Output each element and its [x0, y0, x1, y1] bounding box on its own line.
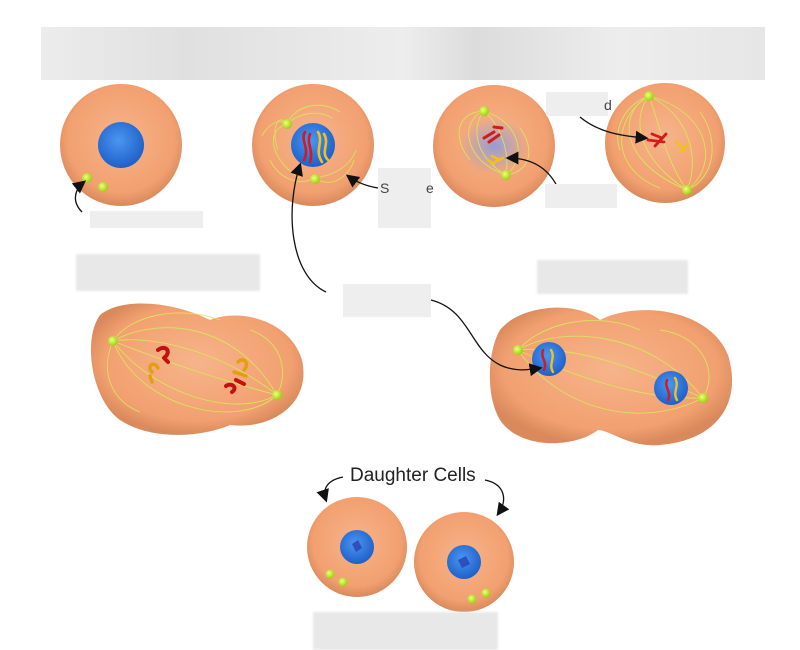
nucleus [654, 371, 688, 405]
telophase-cell [489, 307, 733, 446]
daughter-cell-right [414, 512, 514, 612]
prometaphase-cell [433, 85, 558, 207]
pointer-arrow [290, 162, 327, 293]
daughter-cell-left [307, 497, 407, 597]
centrosome [325, 569, 335, 579]
chromosome-yellow [316, 130, 330, 164]
anaphase-cell [90, 303, 304, 435]
prophase-cell [252, 84, 379, 206]
centrosome [272, 390, 282, 400]
pointer-arrow [579, 116, 649, 144]
label-fragment: d [604, 97, 612, 113]
chromosome-red [646, 132, 668, 148]
pointer-arrow [316, 476, 344, 503]
chromosome-red [665, 378, 671, 402]
stage-label-mask [313, 612, 498, 650]
nucleus [98, 122, 144, 168]
centrosome [108, 336, 118, 346]
chromosome-yellow [486, 154, 505, 166]
label-mask [546, 92, 608, 116]
centrosome [481, 588, 491, 598]
centrosome [467, 594, 477, 604]
label-mask [545, 184, 617, 208]
label-mask [343, 284, 431, 317]
pointer-arrow [71, 180, 87, 213]
chromosome-yellow [549, 348, 555, 374]
stage-label-mask [537, 260, 688, 294]
centrosome [98, 182, 108, 192]
cytoplasm [90, 303, 304, 435]
chromatin [458, 556, 470, 568]
centrosome [310, 174, 320, 184]
chromosome-yellow [148, 362, 160, 384]
centrosome [513, 345, 523, 355]
centrosome [698, 393, 708, 403]
label-mask [90, 211, 203, 228]
cytoplasm [605, 83, 725, 203]
stage-header-mask [41, 27, 765, 80]
chromosome-yellow [232, 358, 249, 378]
pointer-arrow [430, 299, 543, 377]
centrosome [82, 173, 92, 183]
centrosome [479, 106, 489, 116]
centrosome [682, 185, 692, 195]
spindle-fibers [458, 110, 530, 176]
spindle-fibers [106, 312, 284, 413]
pointer-arrow [345, 174, 379, 189]
interphase-cell [60, 84, 182, 213]
pointer-arrow [484, 479, 510, 517]
pointer-arrow [505, 151, 558, 187]
nucleus [532, 342, 566, 376]
chromosome-red [482, 125, 504, 144]
centrosome [644, 91, 654, 101]
cytoplasm [489, 307, 733, 446]
centrosome [501, 170, 511, 180]
chromosome-yellow [673, 376, 679, 402]
metaphase-cell [579, 83, 725, 203]
stage-label-mask [76, 254, 260, 291]
chromosome-red [156, 345, 170, 364]
daughter-cells-label: Daughter Cells [350, 465, 476, 486]
chromosome-yellow [674, 140, 690, 154]
label-fragment: e [426, 180, 434, 196]
centrosome [282, 119, 292, 129]
chromosome-red [541, 348, 547, 372]
centrosome [338, 577, 348, 587]
chromosome-red [224, 378, 246, 394]
chromosome-red [302, 130, 313, 164]
chromatin [352, 540, 362, 552]
label-fragment: S [380, 180, 390, 196]
label-mask [378, 168, 431, 228]
